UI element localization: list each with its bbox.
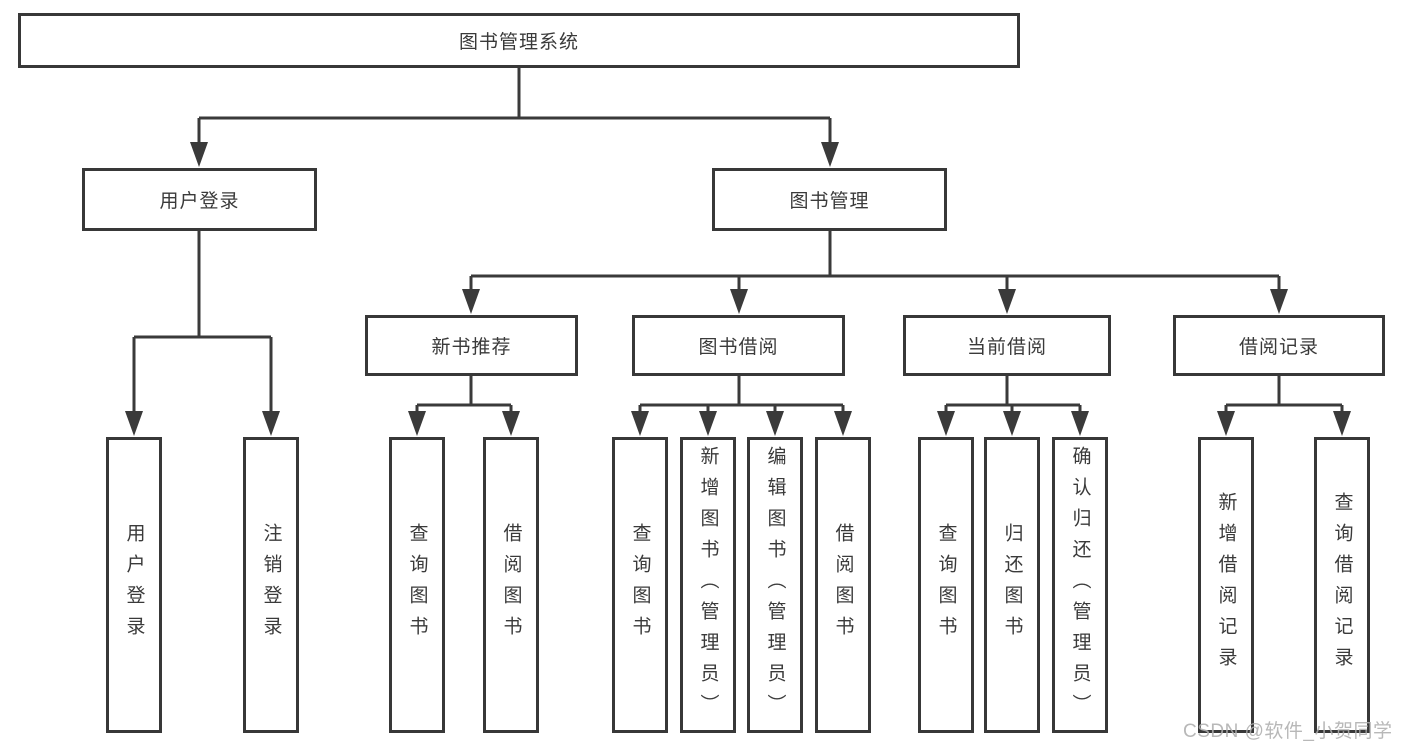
node-label: 查询借阅记录	[1331, 492, 1353, 678]
node-label: 新书推荐	[431, 337, 512, 358]
node-book-management: 图书管理	[712, 168, 947, 231]
node-leaf-query-books-current: 查询图书	[918, 437, 974, 733]
node-leaf-return-books: 归还图书	[984, 437, 1040, 733]
node-label: 注销登录	[260, 523, 282, 647]
node-label: 图书借阅	[698, 337, 779, 358]
node-leaf-borrow-books: 借阅图书	[815, 437, 871, 733]
node-leaf-logout: 注销登录	[243, 437, 299, 733]
node-borrowing-records: 借阅记录	[1173, 315, 1385, 376]
node-label: 确认归还（管理员）	[1069, 445, 1091, 725]
node-label: 查询图书	[935, 523, 957, 647]
node-label: 图书管理系统	[458, 32, 579, 53]
node-user-login: 用户登录	[82, 168, 317, 231]
node-label: 用户登录	[159, 191, 240, 212]
node-label: 借阅图书	[500, 523, 522, 647]
node-label: 查询图书	[629, 523, 651, 647]
node-label: 查询图书	[406, 523, 428, 647]
node-leaf-query-borrow-record: 查询借阅记录	[1314, 437, 1370, 733]
node-leaf-borrow-books-recommend: 借阅图书	[483, 437, 539, 733]
node-leaf-query-books-borrow: 查询图书	[612, 437, 668, 733]
node-book-borrowing: 图书借阅	[632, 315, 845, 376]
node-label: 图书管理	[789, 191, 870, 212]
node-label: 新增借阅记录	[1215, 492, 1237, 678]
node-leaf-add-borrow-record: 新增借阅记录	[1198, 437, 1254, 733]
node-leaf-edit-books-admin: 编辑图书（管理员）	[747, 437, 803, 733]
node-leaf-confirm-return-admin: 确认归还（管理员）	[1052, 437, 1108, 733]
node-label: 新增图书（管理员）	[697, 445, 719, 725]
node-system-root: 图书管理系统	[18, 13, 1020, 68]
node-label: 用户登录	[123, 523, 145, 647]
node-leaf-add-books-admin: 新增图书（管理员）	[680, 437, 736, 733]
node-current-borrowing: 当前借阅	[903, 315, 1111, 376]
node-label: 借阅图书	[832, 523, 854, 647]
node-label: 当前借阅	[966, 337, 1047, 358]
node-label: 编辑图书（管理员）	[764, 445, 786, 725]
node-label: 借阅记录	[1238, 337, 1319, 358]
node-new-book-recommend: 新书推荐	[365, 315, 578, 376]
node-leaf-query-books-recommend: 查询图书	[389, 437, 445, 733]
node-label: 归还图书	[1001, 523, 1023, 647]
watermark: CSDN @软件_小贺同学	[1183, 721, 1393, 742]
node-leaf-user-login: 用户登录	[106, 437, 162, 733]
